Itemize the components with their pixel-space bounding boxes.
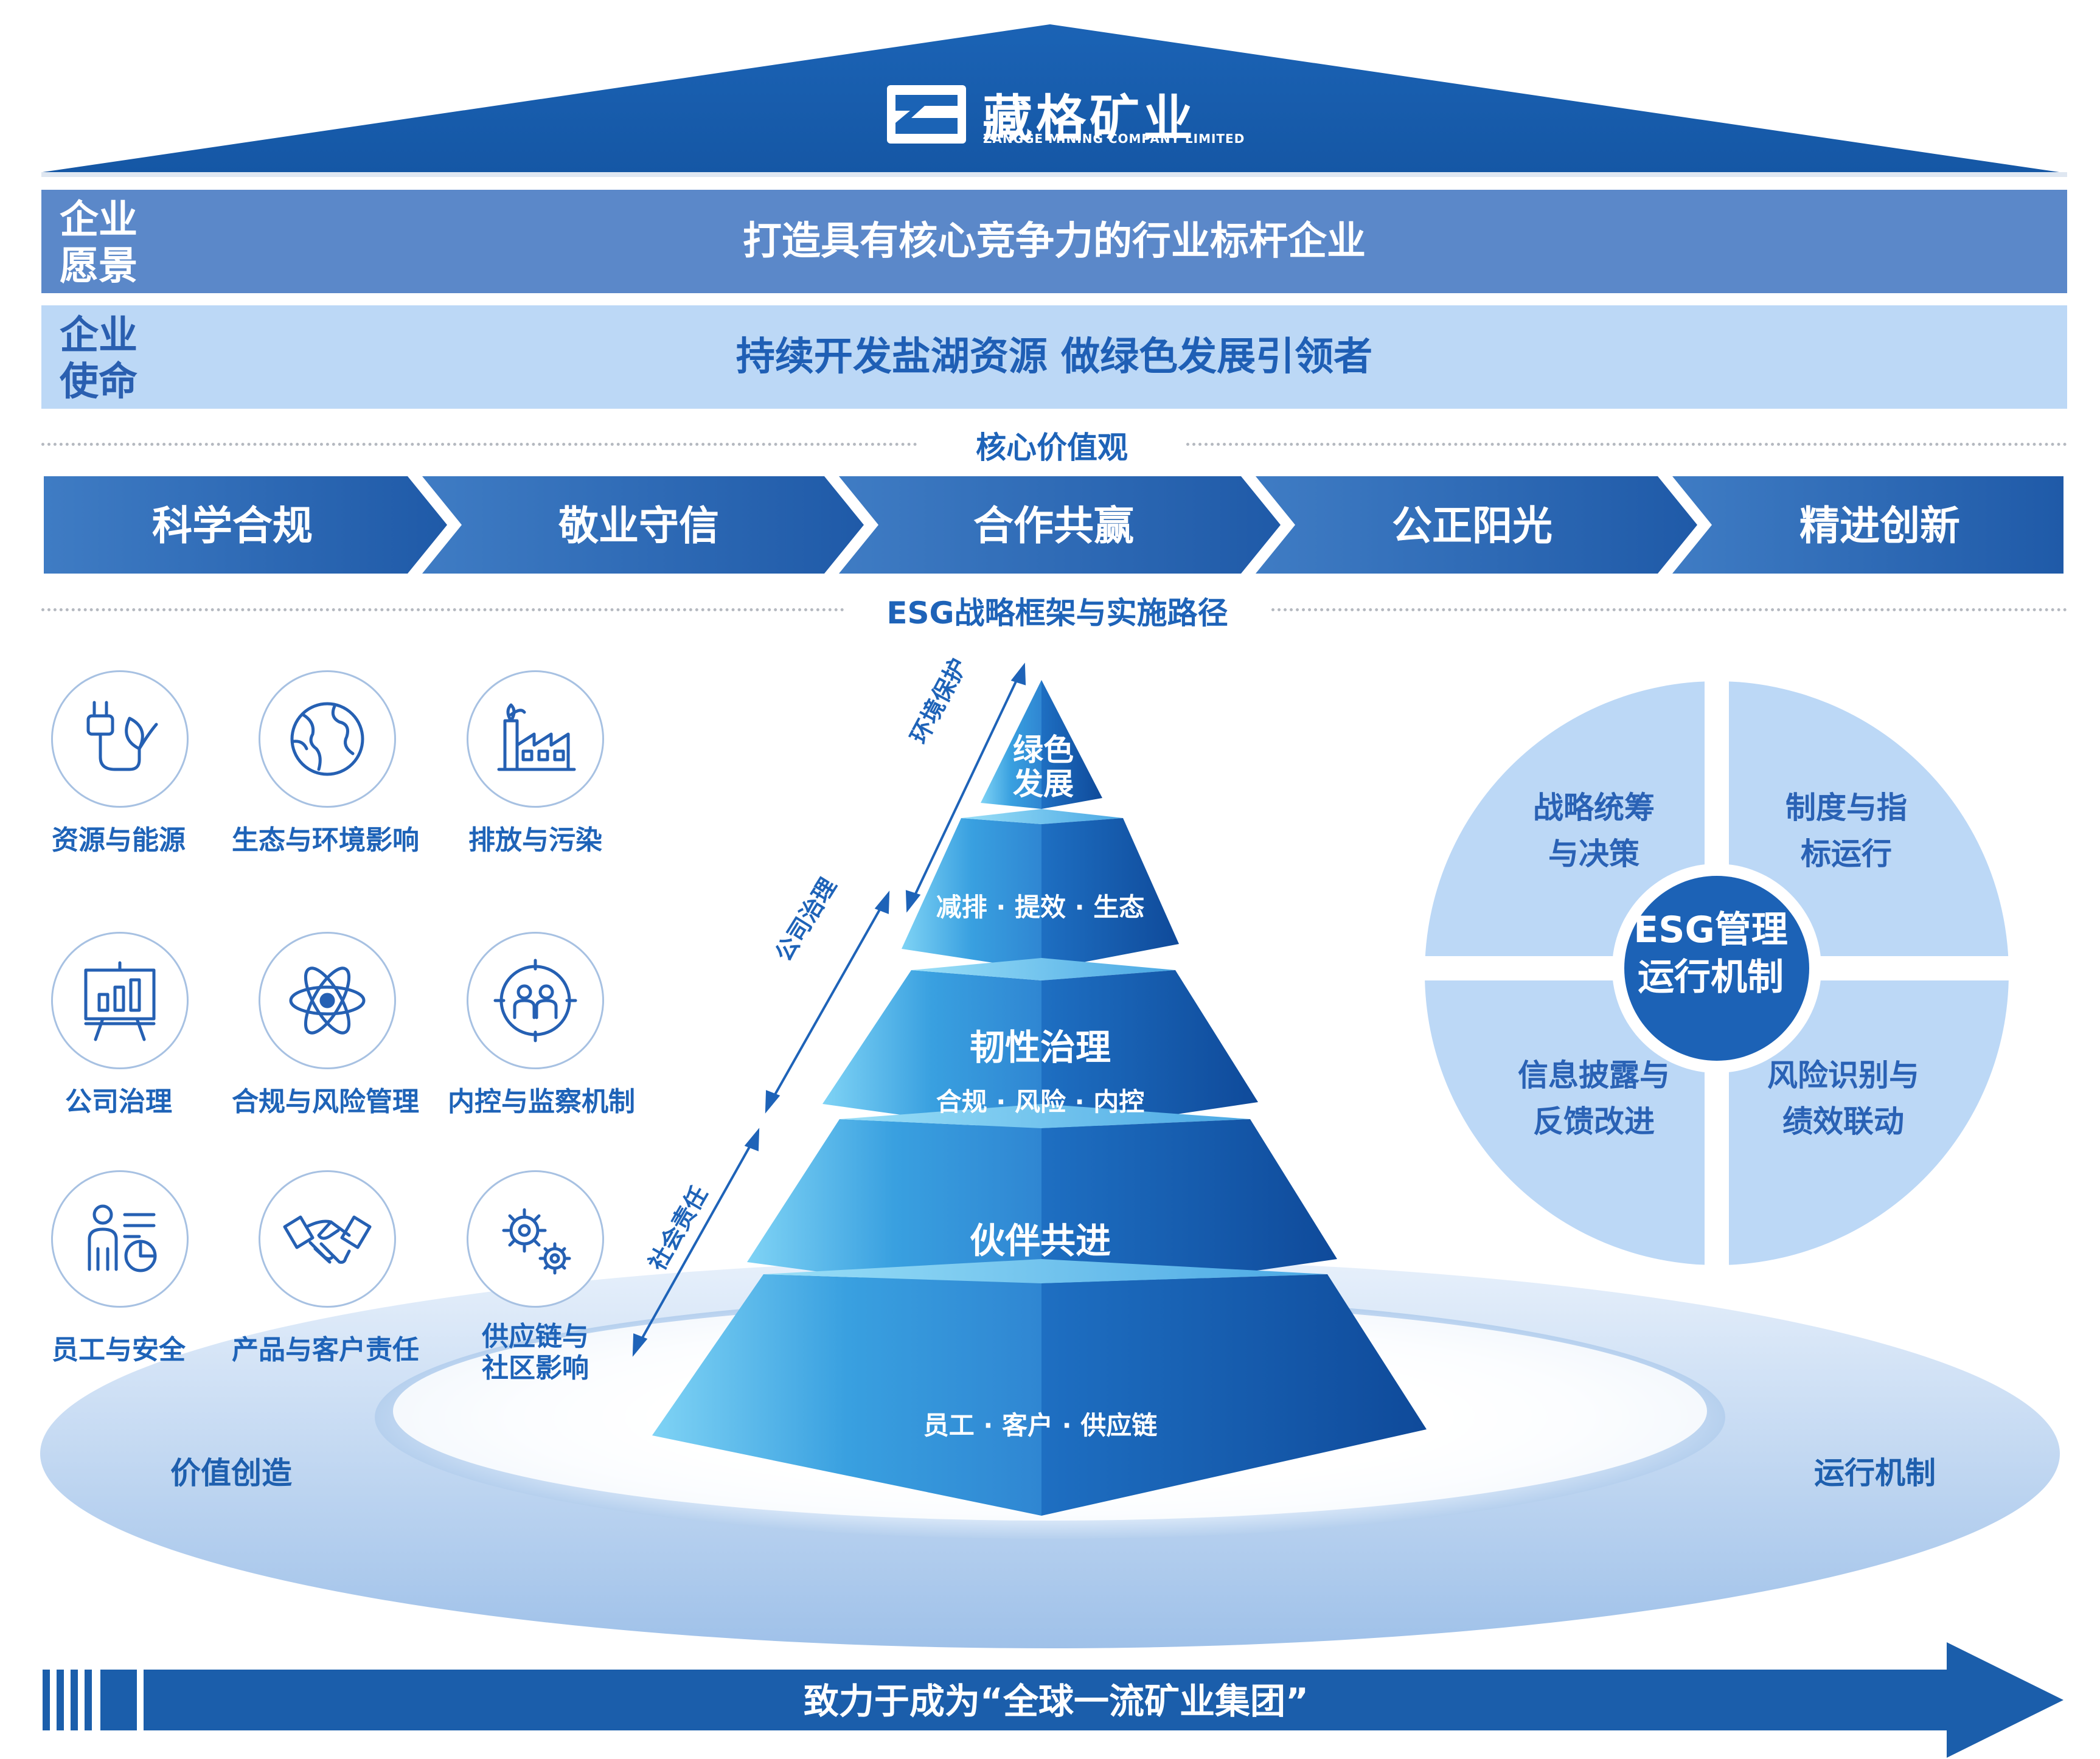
plug-leaf-icon <box>86 701 158 771</box>
mechanism-center: ESG管理 运行机制 <box>1633 909 1788 999</box>
pyramid-tier5: 员工 · 客户 · 供应链 <box>923 1410 1158 1440</box>
mechanism-circle <box>1417 672 2020 1274</box>
pyramid <box>652 680 1427 1516</box>
vision-label: 企业 愿景 <box>60 198 137 289</box>
value-item-1: 科学合规 <box>152 502 313 549</box>
brand-name-en: ZANGGE MINING COMPANY LIMITED <box>983 131 1245 146</box>
compliance-topic <box>259 932 396 1069</box>
divider-right <box>1186 443 2067 446</box>
value-item-4: 公正阳光 <box>1392 502 1552 549</box>
ecology-topic <box>259 670 396 808</box>
esg-title: ESG战略框架与实施路径 <box>886 595 1228 631</box>
factory-icon <box>497 703 576 771</box>
topic-label-1: 资源与能源 <box>52 825 186 856</box>
topic-label-7: 员工与安全 <box>52 1334 186 1365</box>
product-customer-topic <box>259 1170 396 1308</box>
core-values-title: 核心价值观 <box>976 430 1128 465</box>
value-creation-label: 价值创造 <box>170 1455 292 1491</box>
vision-text: 打造具有核心竞争力的行业标杆企业 <box>743 219 1366 264</box>
value-item-2: 敬业守信 <box>558 502 719 549</box>
mechanism-quadrant-4: 风险识别与 绩效联动 <box>1767 1058 1919 1139</box>
gears-icon <box>502 1208 571 1275</box>
side-arrows <box>632 662 1026 1357</box>
team-icon <box>493 959 577 1043</box>
roof-underline <box>41 172 2067 177</box>
topic-label-4: 公司治理 <box>65 1086 172 1117</box>
mechanism-quadrant-3: 信息披露与 反馈改进 <box>1518 1058 1670 1139</box>
vision-band: 打造具有核心竞争力的行业标杆企业 企业 愿景 <box>41 190 2067 293</box>
pyramid-tier1: 绿色 发展 <box>1013 732 1074 802</box>
core-values-chevrons <box>44 476 2063 574</box>
topic-label-8: 产品与客户责任 <box>232 1334 419 1365</box>
value-item-3: 合作共赢 <box>973 502 1134 549</box>
pyramid-tier2: 减排 · 提效 · 生态 <box>936 892 1145 922</box>
mission-band: 持续开发盐湖资源 做绿色发展引领者 企业 使命 <box>41 305 2067 409</box>
mission-text: 持续开发盐湖资源 做绿色发展引领者 <box>735 335 1373 380</box>
mission-label: 企业 使命 <box>60 313 137 404</box>
roof-shape <box>43 24 2059 172</box>
governance-topic <box>51 932 189 1069</box>
resource-energy-topic <box>51 670 189 808</box>
value-item-5: 精进创新 <box>1799 502 1960 549</box>
employee-icon <box>88 1204 157 1272</box>
slogan-arrow <box>43 1642 2063 1758</box>
globe-icon <box>290 702 364 776</box>
topic-label-6: 内控与监察机制 <box>448 1086 635 1117</box>
topic-label-3: 排放与污染 <box>468 825 602 856</box>
emission-topic <box>467 670 604 808</box>
handshake-icon <box>283 1215 372 1264</box>
topic-label-2: 生态与环境影响 <box>232 825 419 856</box>
internal-control-topic <box>467 932 604 1069</box>
divider-esg-left <box>41 608 844 611</box>
pyramid-tier4: 伙伴共进 <box>969 1220 1111 1261</box>
operation-mechanism-label: 运行机制 <box>1814 1455 1936 1491</box>
zangge-logo-icon <box>887 85 966 144</box>
slogan-text: 致力于成为“全球一流矿业集团” <box>803 1681 1309 1722</box>
divider-left <box>41 443 917 446</box>
pyramid-tier3-title: 韧性治理 <box>969 1027 1111 1068</box>
employee-safety-topic <box>51 1170 189 1308</box>
supply-chain-topic <box>467 1170 604 1308</box>
divider-esg-right <box>1271 608 2067 611</box>
mechanism-quadrant-2: 制度与指 标运行 <box>1785 790 1907 872</box>
topic-label-5: 合规与风险管理 <box>232 1086 419 1117</box>
pyramid-tier3-sub: 合规 · 风险 · 内控 <box>936 1087 1145 1117</box>
mechanism-quadrant-1: 战略统筹 与决策 <box>1533 790 1655 872</box>
topic-label-9: 供应链与 社区影响 <box>482 1321 589 1384</box>
chart-board-icon <box>84 961 156 1041</box>
atom-icon <box>289 966 366 1035</box>
brand-name: 藏格矿业 <box>982 90 1197 148</box>
